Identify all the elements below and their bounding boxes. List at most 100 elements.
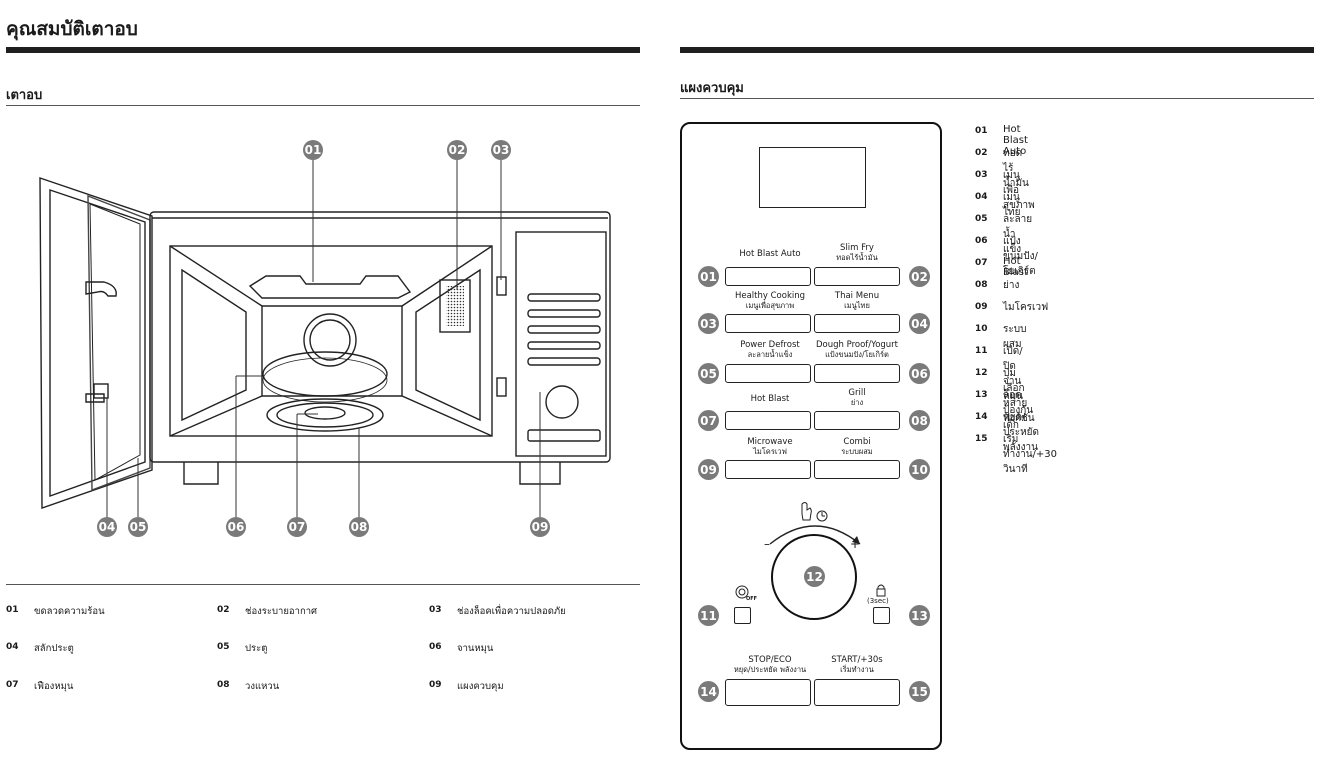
hot-blast-auto-button[interactable] <box>725 267 811 286</box>
panel-legend-num: 09 <box>975 302 988 312</box>
power-defrost-button[interactable] <box>725 364 811 383</box>
multi-function-dial[interactable] <box>771 534 857 620</box>
oven-legend-label: จานหมุน <box>457 643 494 654</box>
microwave-button[interactable] <box>725 460 811 479</box>
panel-legend-label: ปุ่มเลือกหลายฟังก์ชัน <box>1003 368 1035 424</box>
grill-button[interactable] <box>814 411 900 430</box>
panel-legend-label: เมนูไทย <box>1003 192 1021 218</box>
panel-legend-num: 02 <box>975 148 988 158</box>
panel-legend-num: 10 <box>975 324 988 334</box>
panel-legend-label: Hot Blast <box>1003 256 1028 278</box>
panel-legend-num: 04 <box>975 192 988 202</box>
dough-proof-yogurt-button[interactable] <box>814 364 900 383</box>
dial-plus: + <box>850 537 861 551</box>
thai-menu-button[interactable] <box>814 314 900 333</box>
panel-legend-num: 13 <box>975 390 988 400</box>
panel-num-13: 13 <box>909 605 930 626</box>
panel-legend-label: ไมโครเวฟ <box>1003 302 1049 313</box>
title-rule-left <box>6 47 640 53</box>
panel-num-12: 12 <box>804 566 825 587</box>
oven-legend-label: ช่องระบายอากาศ <box>245 606 318 617</box>
callout-08: 08 <box>349 517 369 537</box>
oven-legend-num: 07 <box>6 680 19 690</box>
panel-legend-label: ย่าง <box>1003 280 1020 291</box>
callout-02: 02 <box>447 140 467 160</box>
panel-legend-label: Hot Blast Auto <box>1003 124 1028 157</box>
oven-legend-label: ช่องล็อคเพื่อความปลอดภัย <box>457 606 566 617</box>
panel-legend-num: 12 <box>975 368 988 378</box>
panel-legend-label: เปิด/ปิดจานหมุน <box>1003 346 1024 402</box>
callout-06: 06 <box>226 517 246 537</box>
oven-legend-label: แผงควบคุม <box>457 681 504 692</box>
btn-label: Hot Blast <box>750 394 790 404</box>
panel-num-14: 14 <box>698 681 719 702</box>
oven-legend-num: 03 <box>429 605 442 615</box>
callout-07: 07 <box>287 517 307 537</box>
child-lock-label: (3sec) <box>867 597 889 605</box>
turntable-toggle-button[interactable] <box>734 607 751 624</box>
hot-blast-button[interactable] <box>725 411 811 430</box>
panel-num-07: 07 <box>698 410 719 431</box>
dial-graphic <box>769 502 861 545</box>
oven-legend-label: ประตู <box>245 643 268 654</box>
panel-num-03: 03 <box>698 313 719 334</box>
callout-09: 09 <box>530 517 550 537</box>
callout-05: 05 <box>128 517 148 537</box>
panel-num-05: 05 <box>698 363 719 384</box>
panel-legend-num: 01 <box>975 126 988 136</box>
panel-legend-num: 06 <box>975 236 988 246</box>
panel-legend-num: 14 <box>975 412 988 422</box>
oven-legend-label: วงแหวน <box>245 681 280 692</box>
panel-legend-label: เริ่มทำงาน/+30 วินาที <box>1003 434 1058 475</box>
start-30s-button[interactable] <box>814 679 900 706</box>
oven-legend-label: เฟืองหมุน <box>34 681 74 692</box>
panel-legend-num: 15 <box>975 434 988 444</box>
oven-legend-label: ขดลวดความร้อน <box>34 606 105 617</box>
oven-legend-num: 05 <box>217 642 230 652</box>
panel-legend-num: 07 <box>975 258 988 268</box>
panel-legend-label: แป้งขนมปัง/โยเกิร์ต <box>1003 236 1038 277</box>
callout-04: 04 <box>97 517 117 537</box>
title-rule-right <box>680 47 1314 53</box>
panel-legend-label: ละลายน้ำแข็ง <box>1003 214 1033 255</box>
oven-legend-num: 06 <box>429 642 442 652</box>
panel-num-09: 09 <box>698 459 719 480</box>
turntable-off-label: OFF <box>746 596 758 602</box>
child-lock-button[interactable] <box>873 607 890 624</box>
panel-legend-num: 03 <box>975 170 988 180</box>
panel-num-01: 01 <box>698 266 719 287</box>
oven-legend-num: 02 <box>217 605 230 615</box>
slim-fry-button[interactable] <box>814 267 900 286</box>
panel-num-10: 10 <box>909 459 930 480</box>
panel-num-11: 11 <box>698 605 719 626</box>
combi-button[interactable] <box>814 460 900 479</box>
panel-num-04: 04 <box>909 313 930 334</box>
oven-section-title: เตาอบ <box>6 88 43 103</box>
display-window <box>759 147 866 208</box>
oven-legend-num: 08 <box>217 680 230 690</box>
oven-illustration <box>39 160 611 518</box>
page-title: คุณสมบัติเตาอบ <box>6 18 138 40</box>
panel-num-08: 08 <box>909 410 930 431</box>
panel-legend-label: ทอดไร้น้ำมัน <box>1003 148 1029 189</box>
healthy-cooking-button[interactable] <box>725 314 811 333</box>
panel-legend-num: 08 <box>975 280 988 290</box>
stop-eco-button[interactable] <box>725 679 811 706</box>
callout-03: 03 <box>491 140 511 160</box>
panel-legend-num: 05 <box>975 214 988 224</box>
panel-section-rule <box>680 98 1314 99</box>
panel-legend-num: 11 <box>975 346 988 356</box>
btn-label: Hot Blast Auto <box>739 249 801 259</box>
oven-legend-num: 04 <box>6 642 19 652</box>
oven-legend-num: 09 <box>429 680 442 690</box>
panel-legend-label: เมนูเพื่อสุขภาพ <box>1003 170 1035 211</box>
oven-section-rule <box>6 105 640 106</box>
oven-legend-rule <box>6 584 640 585</box>
